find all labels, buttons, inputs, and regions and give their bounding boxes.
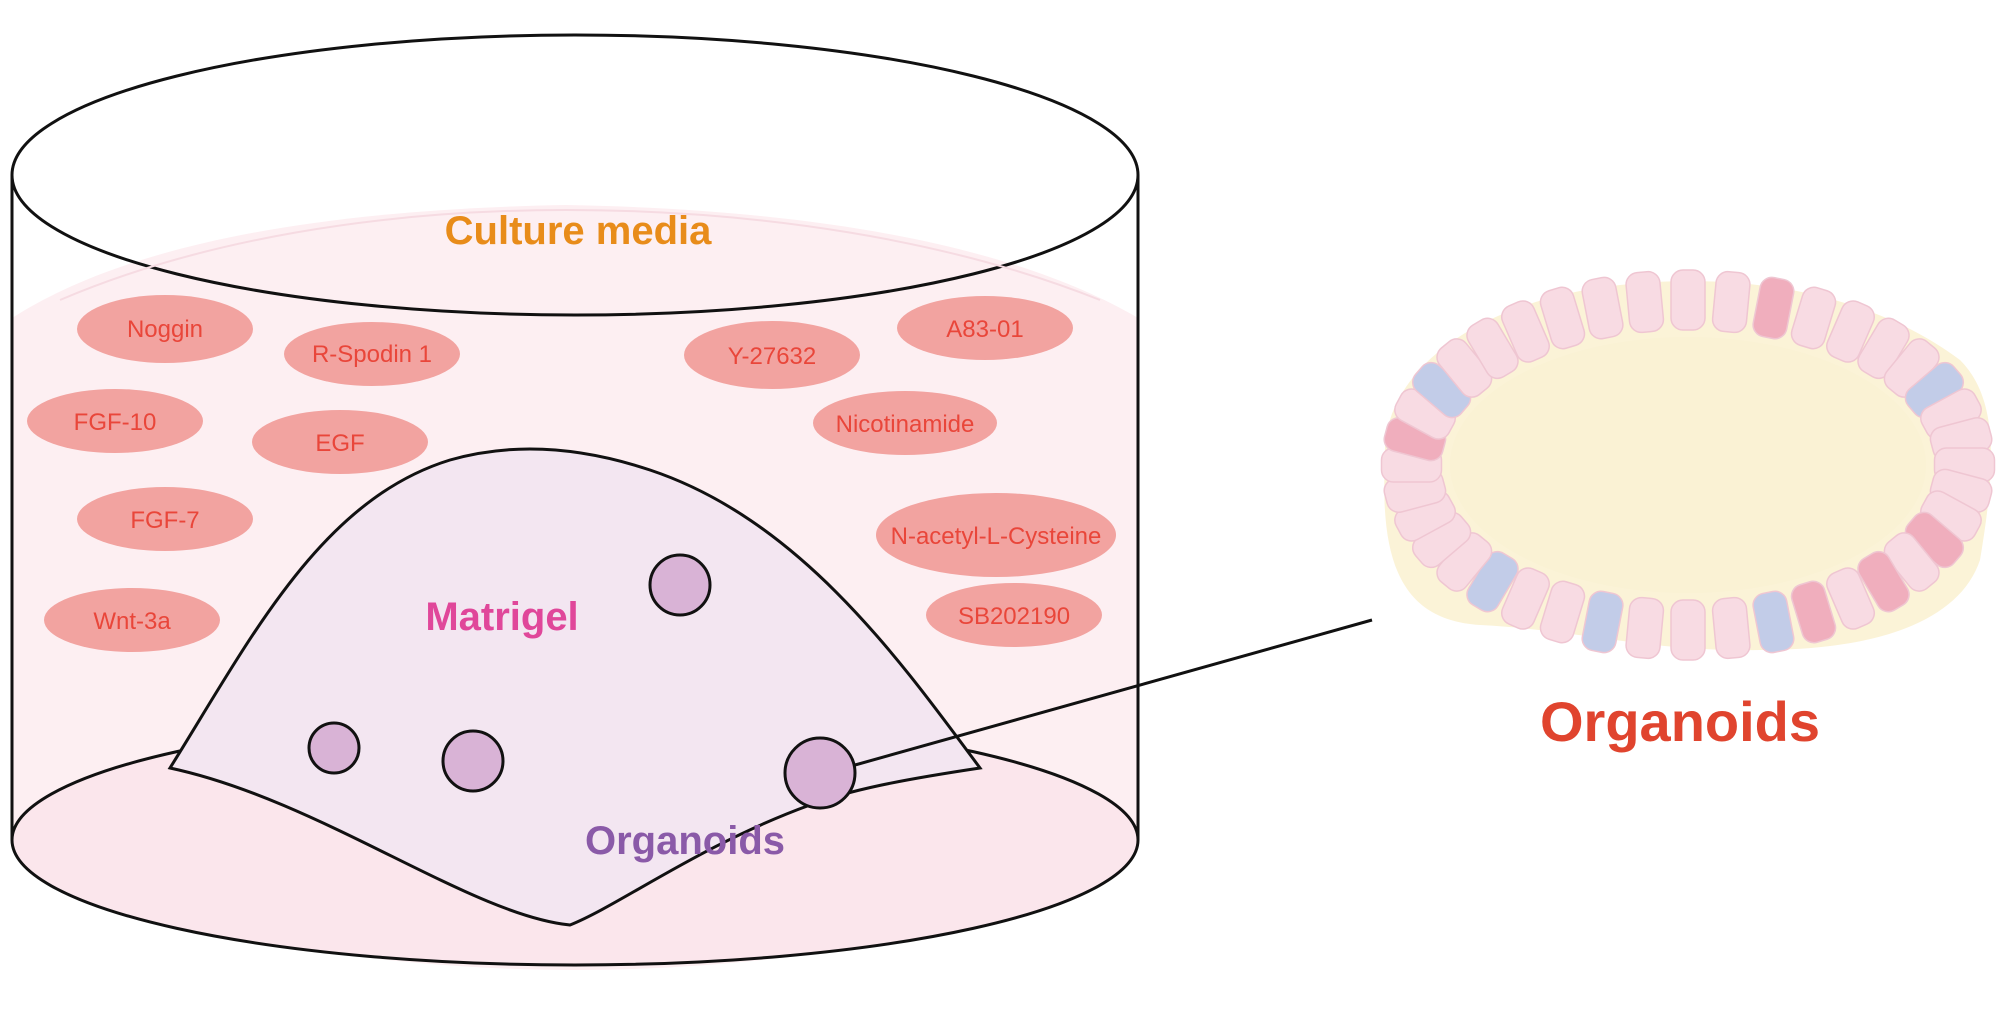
- factor-label: A83-01: [946, 316, 1023, 343]
- organoids-inner-label: Organoids: [585, 819, 785, 863]
- factor-label: R-Spodin 1: [312, 341, 432, 368]
- factor-ellipse: [27, 389, 203, 453]
- factor-n-acetyl-l-cysteine: N-acetyl-L-Cysteine: [876, 493, 1116, 577]
- factor-label: Y-27632: [728, 343, 817, 370]
- organoid-circle: [441, 729, 505, 793]
- epithelial-cell: [1826, 567, 1876, 630]
- culture-media-surface: [59, 208, 1101, 301]
- factor-fgf-10: FGF-10: [27, 389, 203, 453]
- factor-ellipse: [926, 583, 1102, 647]
- factor-a83-01: A83-01: [897, 296, 1073, 360]
- factor-ellipse: [813, 391, 997, 455]
- factor-ellipse: [876, 493, 1116, 577]
- factor-label: SB202190: [958, 603, 1070, 630]
- epithelial-cell: [1581, 590, 1624, 654]
- organoids-detail-label: Organoids: [1540, 690, 1820, 753]
- zoom-connector-line: [854, 618, 1373, 767]
- organoid-circle: [307, 721, 361, 775]
- factor-label: Wnt-3a: [93, 608, 171, 635]
- epithelial-cell: [1711, 270, 1751, 334]
- epithelial-cell: [1752, 590, 1795, 654]
- factor-r-spondin-1: R-Spodin 1: [284, 322, 460, 386]
- factor-egf: EGF: [252, 410, 428, 474]
- factor-fgf-7: FGF-7: [77, 487, 253, 551]
- factor-ellipse: [77, 487, 253, 551]
- epithelial-cell: [1857, 550, 1910, 613]
- matrigel-label: Matrigel: [425, 595, 578, 639]
- epithelial-cell: [1790, 580, 1837, 644]
- epithelial-cell: [1539, 580, 1586, 644]
- epithelial-cell: [1670, 599, 1706, 661]
- factor-label: EGF: [315, 430, 364, 457]
- factor-wnt-3a: Wnt-3a: [44, 588, 220, 652]
- factor-ellipse: [897, 296, 1073, 360]
- epithelial-cell: [1625, 596, 1665, 660]
- dish-top-rim: [10, 33, 1140, 317]
- factor-ellipse: [77, 295, 253, 363]
- factor-ellipse: [252, 410, 428, 474]
- factor-ellipse: [44, 588, 220, 652]
- epithelial-cell: [1826, 300, 1876, 363]
- epithelial-cell: [1625, 270, 1665, 334]
- epithelial-cell: [1790, 286, 1837, 350]
- growth-factor-list: Noggin R-Spodin 1 FGF-10 EGF FGF-7 Wnt-3…: [27, 295, 1116, 652]
- epithelial-cell: [1752, 276, 1795, 340]
- factor-label: FGF-10: [74, 409, 157, 436]
- matrigel-dome: [167, 447, 983, 927]
- factor-label: Nicotinamide: [836, 411, 975, 438]
- organoid-lumen: [1450, 337, 1926, 593]
- epithelial-cell: [1500, 300, 1550, 363]
- organoid-circle-highlighted: [783, 736, 857, 810]
- organoid-detail: [1380, 269, 1996, 661]
- factor-nicotinamide: Nicotinamide: [813, 391, 997, 455]
- epithelial-cell: [1581, 276, 1624, 340]
- factor-y-27632: Y-27632: [684, 321, 860, 389]
- matrigel-organoids: [307, 553, 857, 810]
- factor-sb202190: SB202190: [926, 583, 1102, 647]
- epithelial-cell: [1466, 317, 1519, 380]
- epithelial-cell: [1670, 269, 1706, 331]
- factor-label: N-acetyl-L-Cysteine: [891, 523, 1102, 550]
- culture-media-label: Culture media: [445, 209, 712, 253]
- factor-label: FGF-7: [130, 507, 199, 534]
- factor-noggin: Noggin: [77, 295, 253, 363]
- factor-ellipse: [684, 321, 860, 389]
- factor-ellipse: [284, 322, 460, 386]
- epithelial-cell: [1539, 286, 1586, 350]
- organoid-circle: [648, 553, 712, 617]
- epithelial-cell-ring: [1380, 269, 1996, 661]
- epithelial-cell: [1711, 596, 1751, 660]
- epithelial-cell: [1500, 567, 1550, 630]
- factor-label: Noggin: [127, 316, 203, 343]
